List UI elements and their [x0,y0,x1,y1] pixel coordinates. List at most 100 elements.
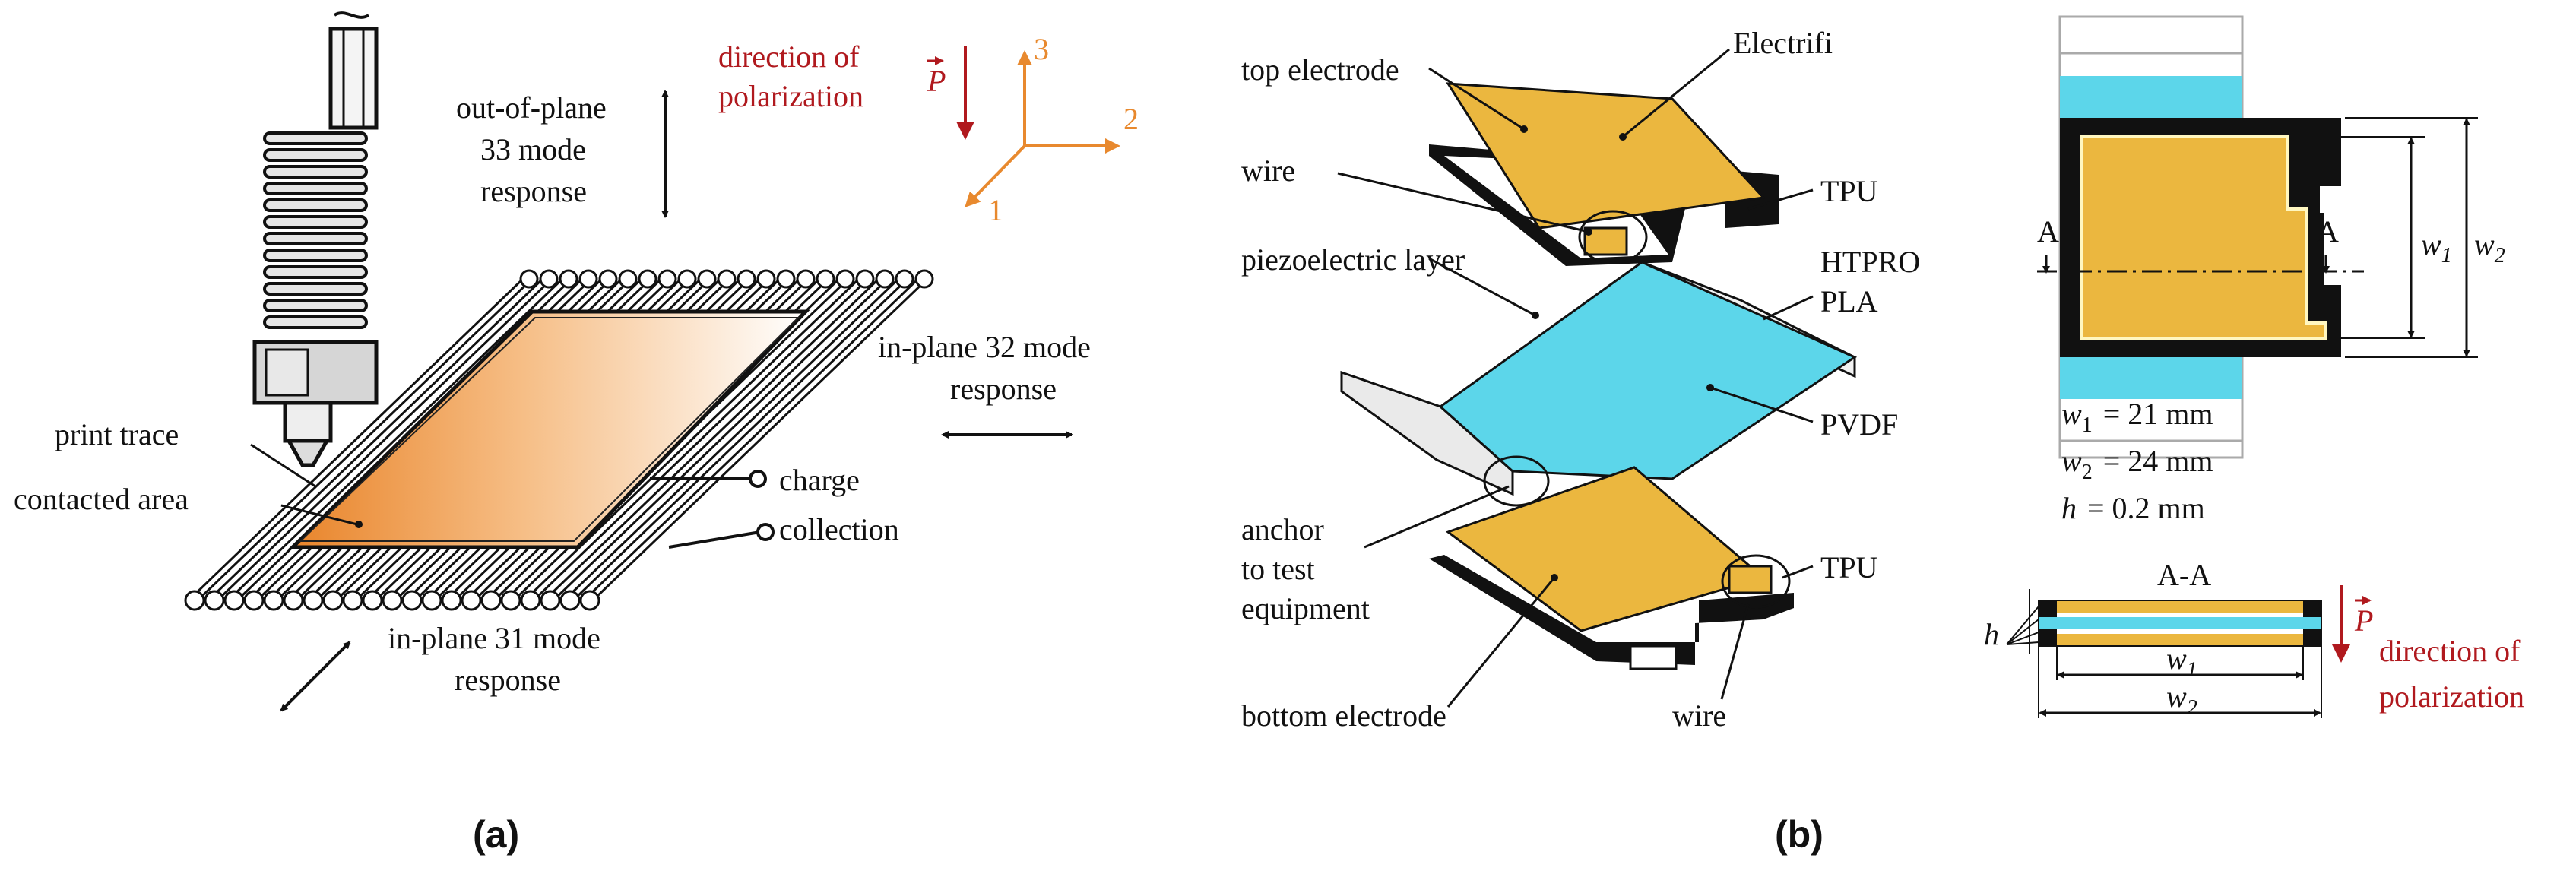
w1-plan-label: w1 [2421,227,2452,268]
filament-rod-end [579,590,600,611]
tpu-top-label: TPU [1820,174,1878,208]
filament-rod-end [875,269,895,289]
contacted-area-leader [280,504,358,526]
contacted-area-label: contacted area [14,482,189,516]
h-section-label: h [1984,617,1999,651]
filament-rod-end [618,269,638,289]
filament-rod-end [697,269,717,289]
out-of-plane-label-2: 33 mode [480,132,586,166]
caption-b: (b) [1775,813,1823,856]
htpro-label: HTPRO [1820,245,1920,279]
section-marker-left: A [2037,214,2059,249]
out-of-plane-label-1: out-of-plane [456,90,607,125]
filament-rod-end [243,590,265,611]
w2-spec: w2= 24 mm [2061,444,2213,484]
heat-sink-fin [263,165,368,179]
filament-rod-line [584,276,921,600]
filament-rod-end [184,590,205,611]
filament-rod-end [223,590,245,611]
panel-b-leaders [1337,48,1814,708]
collection-label: collection [779,512,899,546]
heat-sink-fin [263,282,368,296]
axis-2-label: 2 [1123,102,1139,136]
tpu-bottom-label: TPU [1820,550,1878,584]
filament-rod-end [461,590,482,611]
filament-rod-line [208,276,546,600]
filament-rod-end [578,269,598,289]
filament-rod-end [303,590,324,611]
heat-sink-fin [263,232,368,245]
filament-rod-end [520,590,541,611]
filament-rod-line [573,276,911,600]
filament-rod-line [564,276,901,600]
filament-rod-end [895,269,914,289]
w2-section-label: w2 [2166,679,2197,720]
filament-rod-end [737,269,756,289]
panel-b-plan-view: A A w1 w2 w1= 21 mm w2= 24 mm h= 0.2 mm [2037,15,2505,525]
filament-rod-end [816,269,835,289]
in-plane-32-label-1: in-plane 32 mode [878,330,1091,364]
section-bottom-gold [2057,634,2303,646]
filament-rod-end [401,590,423,611]
filament-rod-end [283,590,304,611]
filament-rod-end [717,269,737,289]
contacted-area-region [287,309,810,549]
bottom-electrode-label: bottom electrode [1241,698,1446,733]
w1-section-label: w1 [2166,641,2197,682]
filament-rod-end [362,590,383,611]
electrifi-label: Electrifi [1733,26,1833,60]
filament-rod-end [914,269,934,289]
section-top-gold [2057,600,2303,613]
piezo-layer-label: piezoelectric layer [1241,242,1465,277]
p-vector-label-a: P [927,64,946,98]
section-marker-right: A [2317,214,2339,249]
p-vector-label-b: P [2354,603,2373,638]
heat-sink-fin [263,215,368,229]
section-title: A-A [2157,558,2211,592]
filament-rod-end [342,590,363,611]
direction-label-b-2: polarization [2379,679,2524,714]
top-electrode-label: top electrode [1241,52,1399,87]
in-plane-32-label-2: response [950,372,1057,406]
top-wire-circle [1578,210,1648,264]
wire-top-label: wire [1241,154,1295,188]
heat-sink-fin [263,148,368,162]
filament-rod-line [593,276,930,600]
direction-label-a-1: direction of [718,40,860,74]
in-plane-31-label-2: response [455,663,561,697]
heat-sink-fin [263,315,368,329]
heat-sink-fin [263,182,368,195]
anchor-label-3: equipment [1241,591,1370,625]
heat-sink-fin [263,265,368,279]
filament-rod-end [796,269,816,289]
print-trace-label: print trace [55,417,179,451]
section-cyan [2039,617,2321,629]
heat-sink-fin [263,198,368,212]
coordinate-axes [965,50,1120,207]
filament-rod-end [855,269,875,289]
filament-rod-end [519,269,539,289]
wire-bottom-label: wire [1672,698,1726,733]
bottom-wire-circle [1721,554,1791,609]
panel-b-section-view: A-A h w1 w2 P direction of polarization [1984,558,2524,720]
print-trace-leader [250,443,316,488]
charge-label: charge [779,463,860,497]
filament-rod-line [198,276,535,600]
filament-rod-line [534,276,871,600]
bottom-tpu-frame [1429,555,1794,665]
anchor-circle [1483,455,1550,507]
collection-terminal [756,523,775,541]
filament-rod-end [382,590,403,611]
in-plane-31-arrow [280,641,351,712]
filament-rod-end [657,269,677,289]
filament-rod-end [598,269,618,289]
filament-rod-end [559,269,578,289]
piezoelectric-pvdf-layer [1438,261,1858,480]
panel-b: top electrode Electrifi wire TPU piezoel… [1241,26,1920,856]
filament-rod-end [835,269,855,289]
filament-rod-end [441,590,462,611]
out-of-plane-label-3: response [480,174,587,208]
h-spec: h= 0.2 mm [2061,491,2205,525]
filament-rod-end [263,590,284,611]
